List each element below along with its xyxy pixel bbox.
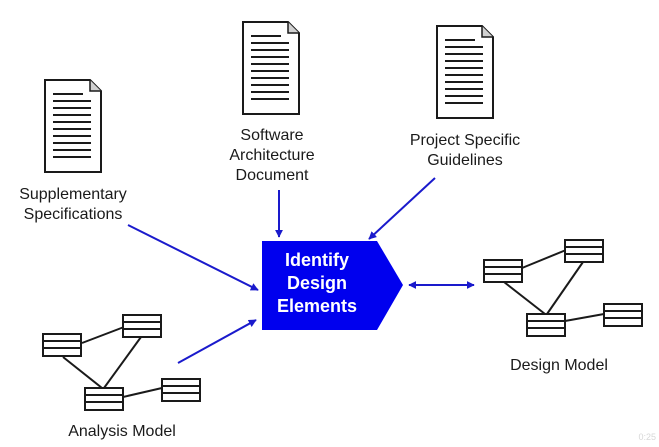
- label-line: Guidelines: [427, 152, 503, 169]
- software-architecture-document-label: Software Architecture Document: [206, 126, 338, 186]
- supplementary-specifications-label: Supplementary Specifications: [0, 185, 146, 225]
- supplementary-specifications-document-icon: [44, 79, 102, 173]
- analysis-model-label: Analysis Model: [68, 423, 176, 440]
- label-line: Document: [235, 167, 309, 184]
- arrow-guidelines-to-activity: [368, 177, 436, 240]
- activity-label: Identify Design Elements: [262, 249, 372, 318]
- label-line: Software: [240, 127, 304, 144]
- activity-line: Design: [286, 273, 347, 293]
- activity-line: Elements: [276, 296, 358, 316]
- label-line: Architecture: [229, 147, 315, 164]
- project-specific-guidelines-label: Project Specific Guidelines: [386, 131, 544, 171]
- label-line: Specifications: [23, 206, 123, 223]
- watermark: 0:25: [638, 432, 656, 442]
- identify-design-elements-activity: [262, 241, 403, 330]
- project-specific-guidelines-document-icon: [436, 25, 494, 119]
- analysis-model-class-diagram-icon: [42, 314, 201, 411]
- arrow-analysis-model-to-activity: [177, 319, 257, 364]
- label-line: Supplementary: [19, 186, 127, 203]
- activity-line: Identify: [284, 250, 349, 270]
- design-model-label: Design Model: [510, 357, 608, 374]
- label-line: Project Specific: [409, 132, 521, 149]
- design-model-class-diagram-icon: [483, 239, 643, 337]
- arrow-supplementary-to-activity: [127, 224, 259, 291]
- software-architecture-document-icon: [242, 21, 300, 115]
